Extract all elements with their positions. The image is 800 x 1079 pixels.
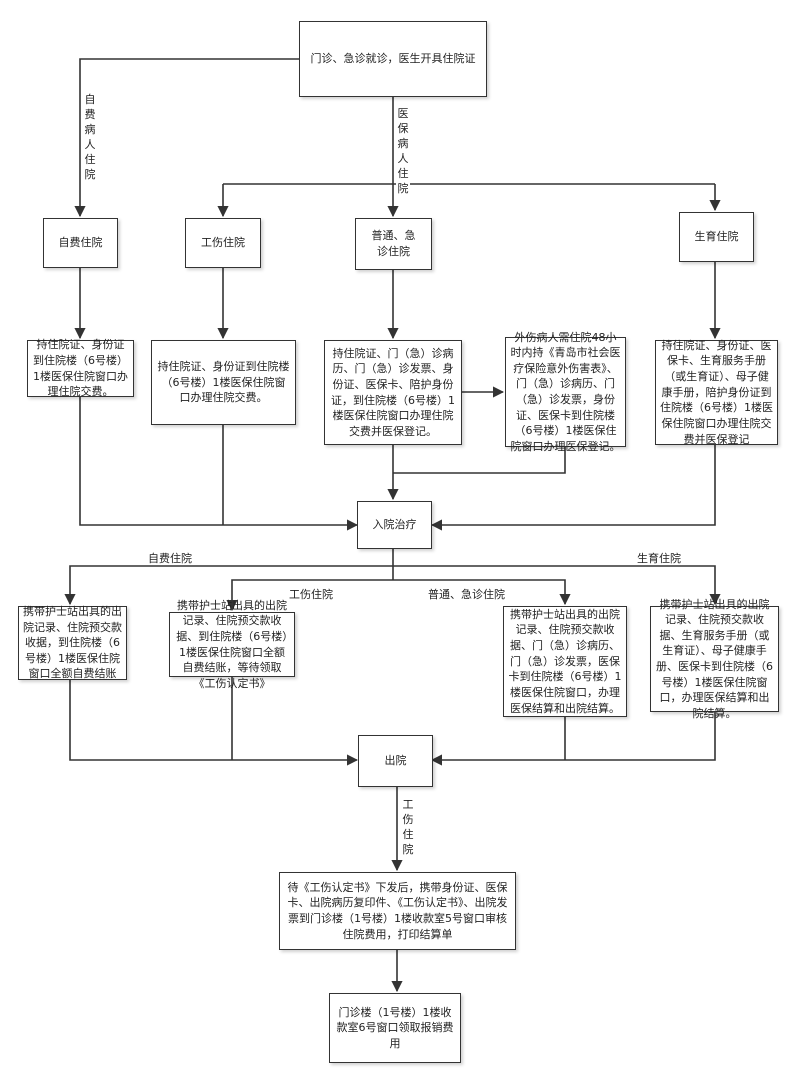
edge-maternity-discharge-out <box>430 712 716 766</box>
edge-label-work-injury: 工伤住院 <box>289 588 333 601</box>
node-self-pay: 自费住院 <box>43 218 118 268</box>
node-maternity-text: 生育住院 <box>694 230 739 244</box>
node-work-injury-discharge: 携带护士站出具的出院记录、住院预交款收据、到住院楼（6号楼）1楼医保住院窗口全额… <box>169 599 295 690</box>
node-work-injury-text: 工伤住院 <box>201 236 245 250</box>
node-treatment-text: 入院治疗 <box>372 518 417 532</box>
node-discharge: 出院 <box>358 735 433 787</box>
edge-injury-treatment <box>393 447 566 474</box>
edge-self-pay-treatment <box>79 397 359 531</box>
node-maternity-step: 持住院证、身份证、医保卡、生育服务手册（或生育证）、母子健康手册，陪护身份证到住… <box>655 338 778 446</box>
node-maternity-discharge-text: 携带护士站出具的出院记录、住院预交款收据、生育服务手册（或生育证）、母子健康手册… <box>656 597 773 720</box>
node-self-pay-step: 持住院证、身份证到住院楼（6号楼）1楼医保住院窗口办理住院交费。 <box>27 338 134 399</box>
node-work-injury: 工伤住院 <box>185 218 261 268</box>
node-maternity-discharge: 携带护士站出具的出院记录、住院预交款收据、生育服务手册（或生育证）、母子健康手册… <box>650 598 779 720</box>
edge-label-self-pay: 自费住院 <box>148 552 192 565</box>
node-discharge-text: 出院 <box>384 754 407 768</box>
node-treatment: 入院治疗 <box>357 501 432 549</box>
node-start: 门诊、急诊就诊，医生开具住院证 <box>299 21 487 97</box>
node-self-pay-step-text: 持住院证、身份证到住院楼（6号楼）1楼医保住院窗口办理住院交费。 <box>33 338 128 399</box>
node-maternity-step-text: 持住院证、身份证、医保卡、生育服务手册（或生育证）、母子健康手册，陪护身份证到住… <box>660 338 773 446</box>
node-start-text: 门诊、急诊就诊，医生开具住院证 <box>310 52 476 66</box>
node-reimburse: 门诊楼（1号楼）1楼收款室6号窗口领取报销费用 <box>329 993 461 1063</box>
node-work-injury-settle: 待《工伤认定书》下发后，携带身份证、医保卡、出院病历复印件、《工伤认定书》、出院… <box>279 872 516 950</box>
node-work-injury-step-text: 持住院证、身份证到住院楼（6号楼）1楼医保住院窗口办理住院交费。 <box>157 360 290 405</box>
node-work-injury-discharge-text: 携带护士站出具的出院记录、住院预交款收据、到住院楼（6号楼）1楼医保住院窗口全额… <box>176 598 288 690</box>
edge-label-maternity: 生育住院 <box>637 552 681 565</box>
edge-to-maternity-discharge <box>393 565 721 606</box>
node-normal: 普通、急诊住院 <box>355 218 432 270</box>
node-work-injury-step: 持住院证、身份证到住院楼（6号楼）1楼医保住院窗口办理住院交费。 <box>151 340 296 425</box>
edge-to-work-injury-discharge <box>226 579 393 612</box>
node-normal-text: 普通、急诊住院 <box>371 229 416 258</box>
node-normal-step-text: 持住院证、门（急）诊病历、门（急）诊发票、身份证、医保卡、陪护身份证，到住院楼（… <box>331 346 455 438</box>
node-normal-discharge-text: 携带护士站出具的出院记录、住院预交款收据、门（急）诊病历、门（急）诊发票，医保卡… <box>508 607 622 715</box>
edge-label-insured-patient: 医保病人住院 <box>396 106 410 196</box>
node-injury-note: 外伤病人需住院48小时内持《青岛市社会医疗保险意外伤害表》、门（急）诊病历、门（… <box>505 331 626 453</box>
edge-self-pay-discharge-out <box>69 680 359 766</box>
edge-label-work-injury-vertical: 工伤住院 <box>401 797 415 857</box>
node-injury-note-text: 外伤病人需住院48小时内持《青岛市社会医疗保险意外伤害表》、门（急）诊病历、门（… <box>510 330 621 453</box>
edge-to-self-pay-discharge <box>64 565 393 606</box>
node-self-pay-discharge: 携带护士站出具的出院记录、住院预交款收据，到住院楼（6号楼）1楼医保住院窗口全额… <box>18 604 127 681</box>
edge-maternity-treatment <box>430 445 716 531</box>
edge-label-self-pay-patient: 自费病人住院 <box>83 92 97 182</box>
node-self-pay-text: 自费住院 <box>58 236 103 250</box>
edge-start-self-pay <box>74 58 299 218</box>
edge-to-normal-discharge <box>393 579 571 606</box>
edge-label-normal: 普通、急诊住院 <box>428 588 505 601</box>
node-self-pay-discharge-text: 携带护士站出具的出院记录、住院预交款收据，到住院楼（6号楼）1楼医保住院窗口全额… <box>23 604 122 681</box>
node-work-injury-settle-text: 待《工伤认定书》下发后，携带身份证、医保卡、出院病历复印件、《工伤认定书》、出院… <box>287 880 508 941</box>
node-normal-discharge: 携带护士站出具的出院记录、住院预交款收据、门（急）诊病历、门（急）诊发票，医保卡… <box>503 606 627 717</box>
node-normal-step: 持住院证、门（急）诊病历、门（急）诊发票、身份证、医保卡、陪护身份证，到住院楼（… <box>324 340 462 445</box>
node-maternity: 生育住院 <box>679 212 754 262</box>
node-reimburse-text: 门诊楼（1号楼）1楼收款室6号窗口领取报销费用 <box>336 1005 454 1050</box>
